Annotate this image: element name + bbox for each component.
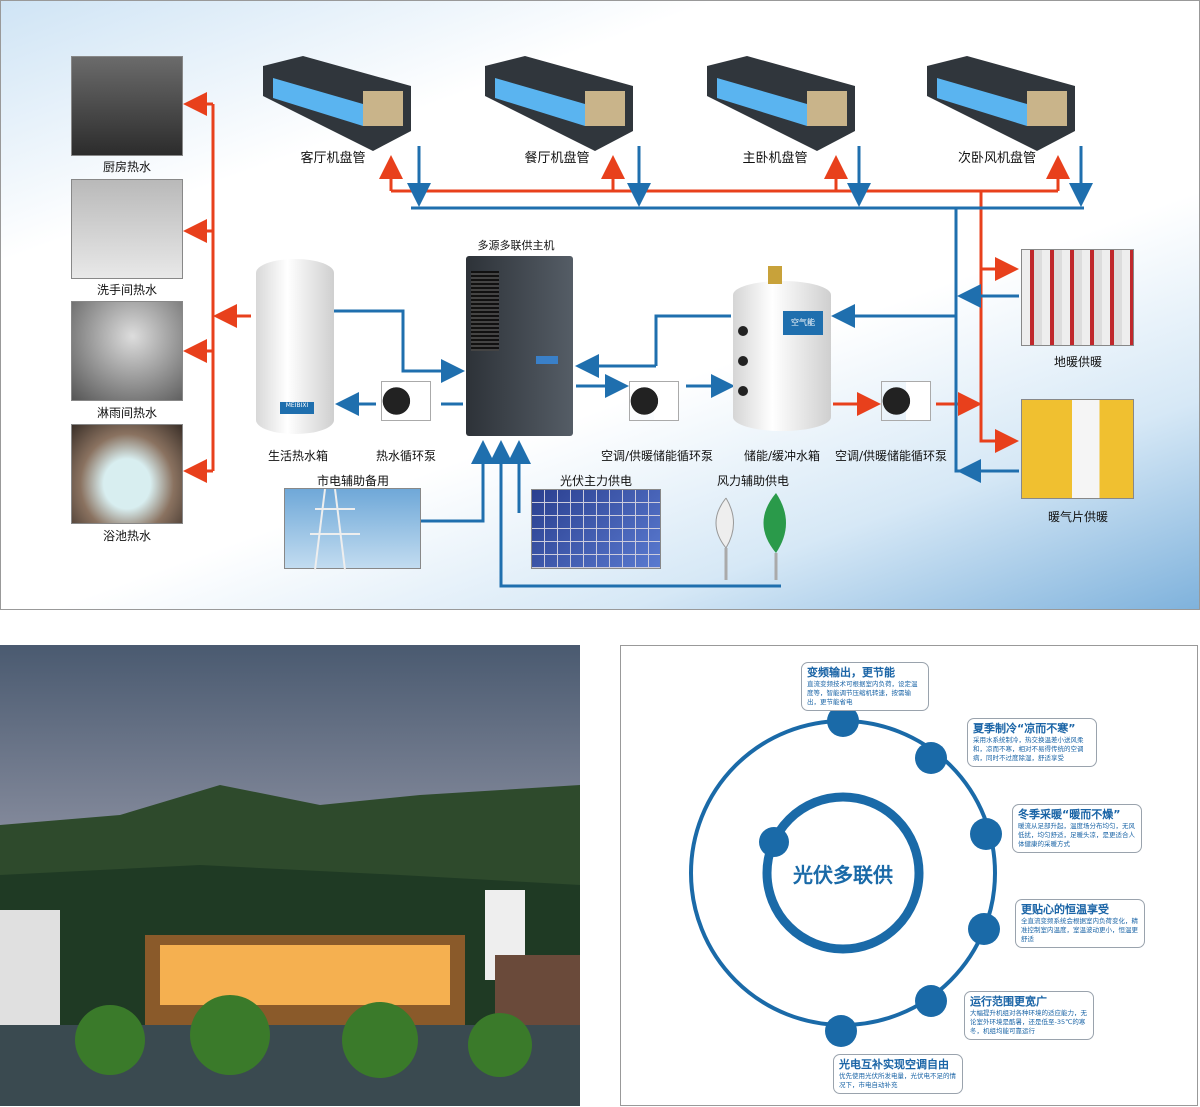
bathtub-photo <box>71 424 183 524</box>
feature-title: 光电互补实现空调自由 <box>839 1058 949 1071</box>
wind-turbine-icon <box>715 493 786 580</box>
domestic-hot-water-tank: MEIBIXI <box>256 259 334 434</box>
feature-dot <box>827 705 859 737</box>
buffer-tank-badge: 空气能 <box>783 311 823 335</box>
feature-dot <box>970 818 1002 850</box>
kitchen-photo <box>71 56 183 156</box>
feature-title: 夏季制冷“凉而不寒” <box>973 722 1076 735</box>
label-grid: 市电辅助备用 <box>316 474 390 488</box>
feature-title: 运行范围更宽广 <box>970 995 1047 1008</box>
feature-box: 光电互补实现空调自由优先使用光伏所发电量，光伏电不足的情况下，市电自动补充 <box>833 1054 963 1094</box>
tank-brand-badge: MEIBIXI <box>280 402 314 414</box>
feature-dot <box>915 742 947 774</box>
feature-box: 冬季采暖“暖而不燥”暖流从足部升起，温度场分布均匀，无风低扰，均匀舒适，足暖头凉… <box>1012 804 1142 853</box>
solar-panel-photo <box>531 489 661 569</box>
shower-photo <box>71 301 183 401</box>
feature-dot <box>825 1015 857 1047</box>
label-wind: 风力辅助供电 <box>716 474 790 488</box>
feature-box: 运行范围更宽广大幅提升机组对各种环境的适应能力，无论室外环境是酷暑，还是低至-3… <box>964 991 1094 1040</box>
floor-heating-photo <box>1021 249 1134 346</box>
feature-title: 冬季采暖“暖而不燥” <box>1018 808 1121 821</box>
feature-box: 更贴心的恒温享受全直流变频系统会根据室内负荷变化，精准控制室内温度，室温波动更小… <box>1015 899 1145 948</box>
host-unit <box>466 256 573 436</box>
label-fan-coil-dining: 餐厅机盘管 <box>524 151 590 166</box>
buffer-tank: 空气能 <box>733 266 831 431</box>
fan-coil-unit <box>263 56 413 151</box>
system-diagram: 厨房热水 洗手间热水 淋雨间热水 浴池热水 客厅机盘管 餐厅机盘管 主卧机盘管 … <box>0 0 1200 610</box>
feature-panel: 光伏多联供 变频输出，更节能直流变频技术可根据室内负荷，设定温度等，智能调节压缩… <box>620 645 1198 1106</box>
feature-text: 采用水系统制冷，热交换温差小送风柔和，凉而不寒，相对不易得传统的空调病，同时不过… <box>973 736 1084 762</box>
label-ac-pump-1: 空调/供暖储能循环泵 <box>600 449 714 463</box>
fan-coil-unit <box>707 56 857 151</box>
feature-text: 大幅提升机组对各种环境的适应能力，无论室外环境是酷暑，还是低至-35℃的寒冬，机… <box>970 1009 1087 1035</box>
inner-dot <box>759 827 789 857</box>
ac-storage-pump-1 <box>629 381 679 421</box>
label-shower: 淋雨间热水 <box>96 406 158 420</box>
ac-storage-pump-2 <box>881 381 931 421</box>
label-hot-water-pump: 热水循环泵 <box>375 449 437 463</box>
feature-title: 变频输出，更节能 <box>807 666 895 679</box>
label-radiator: 暖气片供暖 <box>1047 510 1109 524</box>
power-grid-photo <box>284 488 421 571</box>
feature-text: 全直流变频系统会根据室内负荷变化，精准控制室内温度，室温波动更小，恒温更舒适 <box>1021 917 1138 943</box>
pipe-network <box>183 92 1093 588</box>
building-landscape-photo <box>0 645 580 1106</box>
fan-coil-unit <box>485 56 635 151</box>
feature-box: 变频输出，更节能直流变频技术可根据室内负荷，设定温度等，智能调节压缩机转速，按需… <box>801 662 929 711</box>
feature-text: 暖流从足部升起，温度场分布均匀，无风低扰，均匀舒适，足暖头凉，是更适合人体健康的… <box>1018 822 1135 848</box>
label-buffer-tank: 储能/缓冲水箱 <box>743 449 821 463</box>
feature-circle-graphic <box>689 705 1002 1047</box>
label-ac-pump-2: 空调/供暖储能循环泵 <box>834 449 948 463</box>
feature-dot <box>968 913 1000 945</box>
label-fan-coil-master: 主卧机盘管 <box>742 151 808 166</box>
radiator-photo <box>1021 399 1134 499</box>
label-fan-coil-second: 次卧风机盘管 <box>957 151 1037 166</box>
fan-coil-unit <box>927 56 1077 151</box>
label-floor-heating: 地暖供暖 <box>1053 355 1103 369</box>
label-hot-water-tank: 生活热水箱 <box>267 449 329 463</box>
label-host: 多源多联供主机 <box>477 239 555 252</box>
washroom-photo <box>71 179 183 279</box>
feature-text: 直流变频技术可根据室内负荷，设定温度等，智能调节压缩机转速，按需输出，更节能省电 <box>807 680 918 706</box>
label-solar: 光伏主力供电 <box>559 474 633 488</box>
hot-water-pump <box>381 381 431 421</box>
feature-title: 更贴心的恒温享受 <box>1021 903 1109 916</box>
feature-dot <box>915 985 947 1017</box>
feature-box: 夏季制冷“凉而不寒”采用水系统制冷，热交换温差小送风柔和，凉而不寒，相对不易得传… <box>967 718 1097 767</box>
center-title: 光伏多联供 <box>793 863 893 887</box>
label-kitchen: 厨房热水 <box>102 160 152 174</box>
label-washroom: 洗手间热水 <box>96 283 158 297</box>
label-bathtub: 浴池热水 <box>102 529 152 543</box>
feature-text: 优先使用光伏所发电量，光伏电不足的情况下，市电自动补充 <box>839 1072 956 1089</box>
label-fan-coil-living: 客厅机盘管 <box>300 151 366 166</box>
